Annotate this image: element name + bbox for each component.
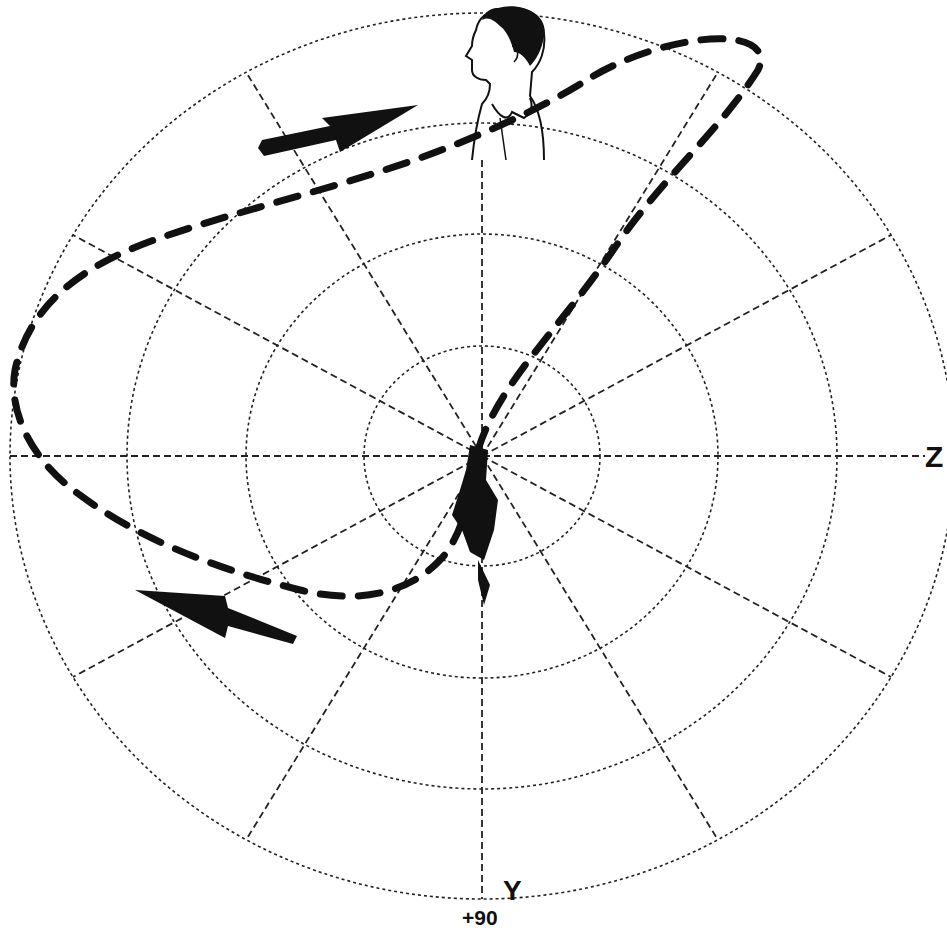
direction-arrows (135, 105, 418, 644)
axis-label: Y (503, 877, 522, 905)
axis-label: Z (925, 442, 943, 472)
polar-grid (10, 13, 947, 899)
trajectory (14, 39, 761, 596)
center-blob (452, 445, 498, 605)
angle-label: +90 (462, 907, 498, 928)
radial-lines (10, 72, 925, 899)
